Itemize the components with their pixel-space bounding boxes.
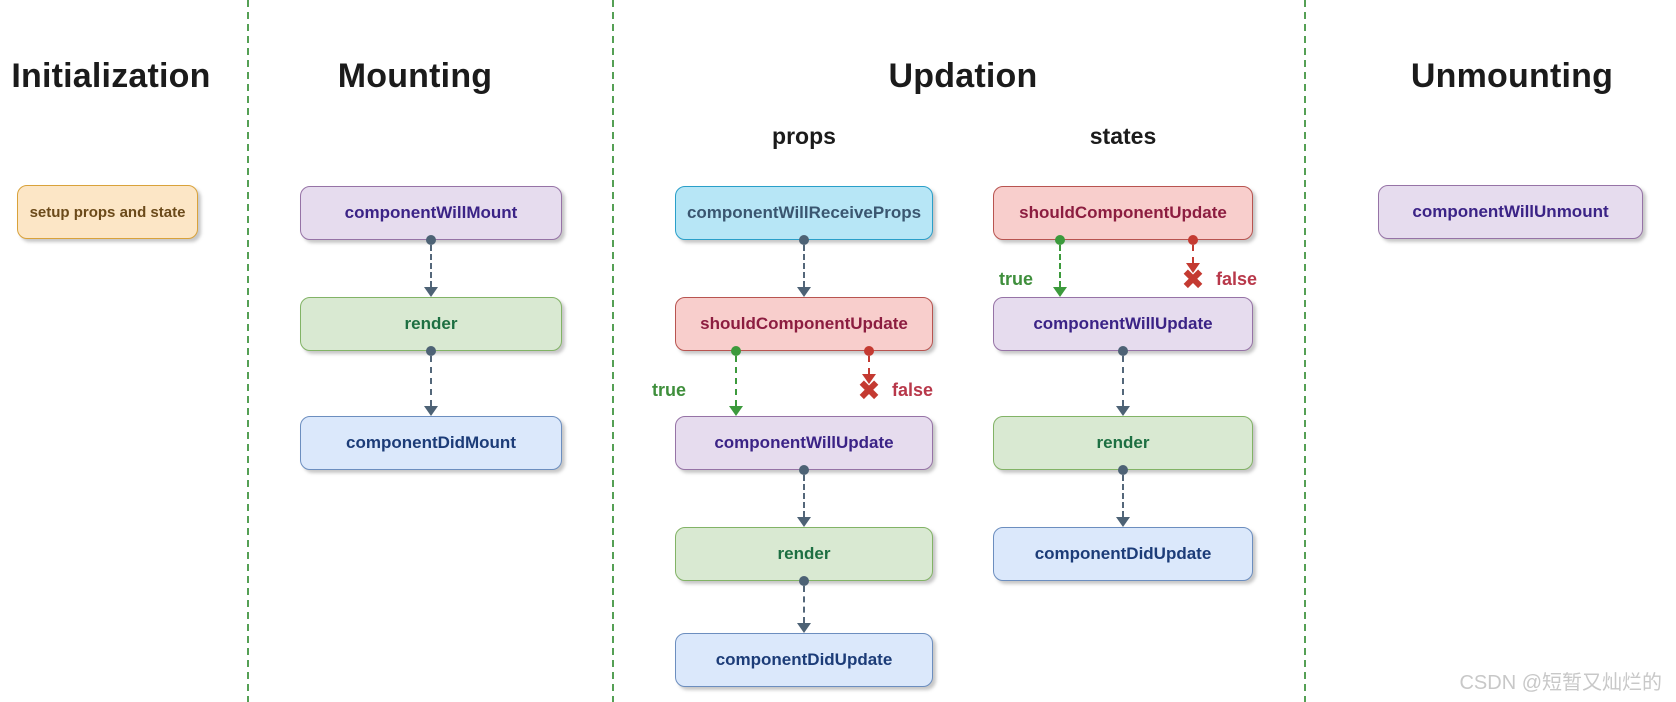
arrow-true-states [1053,235,1067,297]
phase-title-mounting: Mounting [337,57,493,95]
arrowhead-down-icon [1116,406,1130,416]
arrow-will-update-to-render-states [1116,346,1130,416]
connector-line [868,356,870,374]
arrow-receive-props-to-should-update [797,235,811,297]
connector-dot [799,576,809,586]
false-label-props: false [892,380,934,400]
subcolumn-title-states: states [1089,123,1157,149]
connector-line [430,356,432,406]
connector-dot [799,235,809,245]
arrowhead-down-icon [424,287,438,297]
true-label-props: true [651,380,686,400]
box-component-did-mount: componentDidMount [300,416,562,470]
connector-dot [1055,235,1065,245]
arrowhead-down-icon [862,374,876,384]
arrowhead-down-icon [424,406,438,416]
connector-line [1122,475,1124,517]
false-label-states: false [1216,269,1258,289]
arrowhead-down-icon [797,623,811,633]
connector-line [1192,245,1194,263]
connector-dot [864,346,874,356]
box-render-mounting: render [300,297,562,351]
phase-title-unmounting: Unmounting [1410,57,1614,95]
connector-line [803,475,805,517]
box-component-will-update-props: componentWillUpdate [675,416,933,470]
arrow-will-update-to-render-props [797,465,811,527]
arrowhead-down-icon [1116,517,1130,527]
phase-title-updation: Updation [888,57,1038,95]
arrowhead-down-icon [729,406,743,416]
arrow-render-to-did-mount [424,346,438,416]
phase-divider-1 [247,0,249,702]
connector-dot [426,235,436,245]
connector-dot [1118,346,1128,356]
box-component-did-update-states: componentDidUpdate [993,527,1253,581]
connector-line [735,356,737,406]
box-component-will-unmount: componentWillUnmount [1378,185,1643,239]
connector-dot [1118,465,1128,475]
arrowhead-down-icon [1186,263,1200,273]
phase-divider-2 [612,0,614,702]
arrowhead-down-icon [797,287,811,297]
connector-line [803,245,805,287]
arrow-true-props [729,346,743,416]
false-x-icon: ✖ [1181,264,1205,295]
connector-dot [1188,235,1198,245]
connector-line [803,586,805,623]
arrow-will-mount-to-render [424,235,438,297]
arrow-render-to-did-update-props [797,576,811,633]
box-render-props: render [675,527,933,581]
connector-line [1059,245,1061,287]
arrow-false-props [862,346,876,384]
box-component-will-update-states: componentWillUpdate [993,297,1253,351]
arrow-render-to-did-update-states [1116,465,1130,527]
arrowhead-down-icon [1053,287,1067,297]
connector-dot [426,346,436,356]
true-label-states: true [998,269,1033,289]
box-should-component-update-states: shouldComponentUpdate [993,186,1253,240]
phase-divider-3 [1304,0,1306,702]
box-render-states: render [993,416,1253,470]
connector-dot [799,465,809,475]
phase-title-initialization: Initialization [11,57,211,95]
box-component-did-update-props: componentDidUpdate [675,633,933,687]
connector-line [430,245,432,287]
box-setup-props-and-state: setup props and state [17,185,198,239]
false-x-icon: ✖ [857,375,881,406]
box-should-component-update-props: shouldComponentUpdate [675,297,933,351]
box-component-will-receive-props: componentWillReceiveProps [675,186,933,240]
arrow-false-states [1186,235,1200,273]
connector-line [1122,356,1124,406]
csdn-watermark: CSDN @短暂又灿烂的 [1459,672,1662,694]
arrowhead-down-icon [797,517,811,527]
connector-dot [731,346,741,356]
subcolumn-title-props: props [772,123,836,149]
box-component-will-mount: componentWillMount [300,186,562,240]
